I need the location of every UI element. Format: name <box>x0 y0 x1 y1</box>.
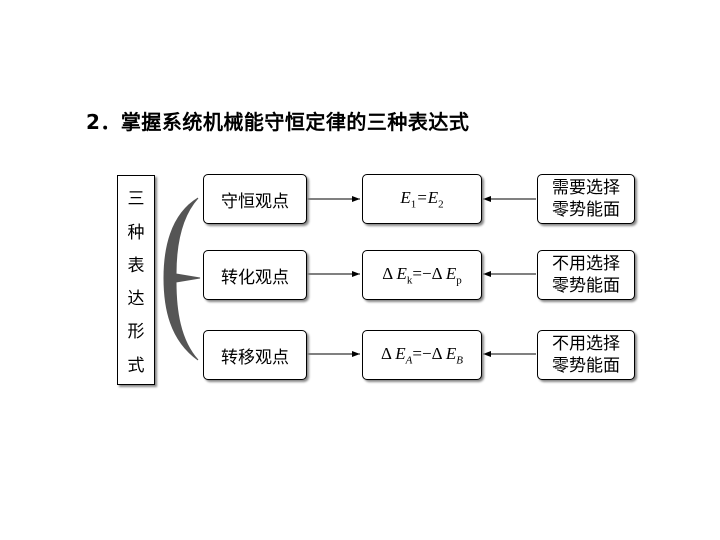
delta-symbol: Δ <box>431 343 442 363</box>
view-box-conservation: 守恒观点 <box>203 174 307 224</box>
formula-symbol: E <box>445 343 457 363</box>
note-line: 不用选择 <box>552 254 620 274</box>
view-box-transfer: 转移观点 <box>203 330 307 380</box>
note-line: 需要选择 <box>552 178 620 198</box>
formula-box-transfer: Δ EA=−Δ EB <box>362 330 482 380</box>
note-line: 不用选择 <box>552 334 620 354</box>
view-box-transformation: 转化观点 <box>203 250 307 300</box>
note-line: 零势能面 <box>552 276 620 296</box>
brace-shape <box>163 197 201 361</box>
label-char: 式 <box>127 355 145 376</box>
formula-subscript: 1 <box>410 198 417 211</box>
delta-symbol: Δ <box>431 263 442 283</box>
label-char: 表 <box>127 255 145 276</box>
formula-operator: =E <box>416 187 439 207</box>
expression-forms-label: 三 种 表 达 形 式 <box>117 175 155 385</box>
formula-box-conservation: E1=E2 <box>362 174 482 224</box>
formula-operator: =− <box>412 343 432 363</box>
note-box-1: 需要选择 零势能面 <box>537 174 635 224</box>
formula-symbol: E <box>395 343 406 363</box>
formula-box-transformation: Δ Ek=−Δ Ep <box>362 250 482 300</box>
formula-symbol: E <box>445 263 457 283</box>
formula-symbol: E <box>396 263 407 283</box>
note-box-3: 不用选择 零势能面 <box>537 330 635 380</box>
note-box-2: 不用选择 零势能面 <box>537 250 635 300</box>
note-line: 零势能面 <box>552 200 620 220</box>
label-char: 三 <box>127 189 145 210</box>
formula-subscript: A <box>405 354 413 367</box>
delta-symbol: Δ <box>382 263 393 283</box>
delta-symbol: Δ <box>381 343 392 363</box>
formula-operator: =− <box>412 263 432 283</box>
label-char: 形 <box>127 322 145 343</box>
formula-subscript: 2 <box>438 198 444 211</box>
formula-subscript: k <box>406 274 413 287</box>
page-title: 2．掌握系统机械能守恒定律的三种表达式 <box>86 110 470 134</box>
label-char: 达 <box>127 289 145 310</box>
formula-subscript: B <box>456 354 463 367</box>
note-line: 零势能面 <box>552 356 620 376</box>
label-char: 种 <box>127 222 145 243</box>
formula-subscript: p <box>456 274 462 287</box>
formula-symbol: E <box>400 187 411 207</box>
